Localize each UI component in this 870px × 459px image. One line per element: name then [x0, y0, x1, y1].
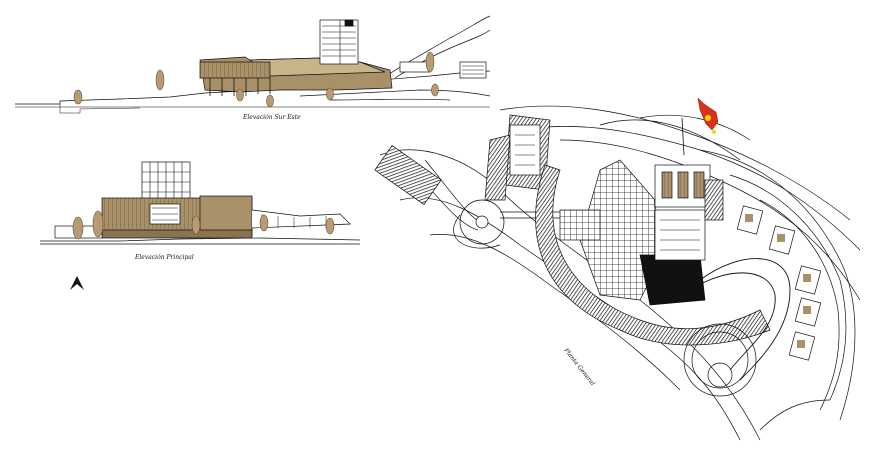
- front-elevation-trees: [72, 210, 335, 240]
- north-arrow-icon: [70, 276, 84, 290]
- side-elevation: [15, 15, 491, 114]
- side-elevation-label: Elevación Sur Este: [243, 114, 301, 121]
- compass-rose-icon: [697, 97, 719, 134]
- front-elevation: [40, 161, 361, 245]
- site-plan: [374, 105, 861, 441]
- side-elevation-trees: [73, 51, 439, 108]
- front-elevation-label: Elevación Principal: [135, 254, 194, 261]
